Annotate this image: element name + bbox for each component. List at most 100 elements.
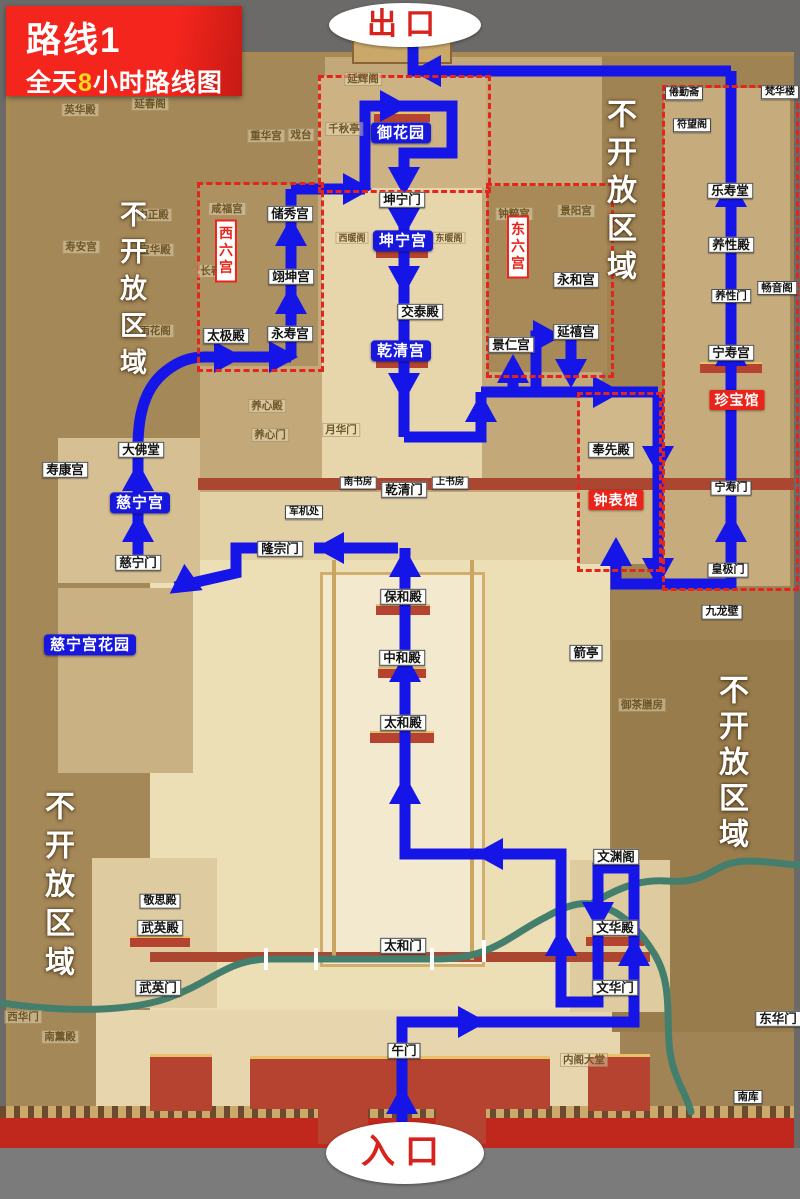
map-label: 隆宗门 (257, 540, 303, 558)
map-label: 箭亭 (569, 644, 603, 662)
map-label: 永寿宫 (267, 325, 313, 343)
map-label: 南书房 (339, 476, 377, 490)
closed-area-box (318, 75, 491, 193)
map-label-faint: 延辉阁 (344, 71, 382, 87)
map-label: 宁寿门 (710, 480, 752, 496)
map-label: 延禧宫 (553, 323, 599, 341)
map-label: 寿康宫 (42, 461, 88, 479)
band-right-outside (794, 52, 800, 1148)
map-label-faint: 咸福宫 (208, 201, 246, 217)
map-label-faint: 景阳宫 (557, 203, 595, 219)
map-label-faint: 戏台 (287, 127, 315, 143)
closed-area-box (577, 392, 662, 572)
route-stop-label: 乾清宫 (370, 340, 432, 362)
region-cining-garden (58, 588, 193, 773)
museum-label: 钟表馆 (588, 489, 644, 511)
map-label: 军机处 (285, 505, 323, 519)
map-label: 武英殿 (137, 919, 183, 937)
route-stop-label: 坤宁宫 (372, 230, 434, 252)
wall-axis-east (470, 560, 474, 960)
map-label: 午门 (387, 1042, 421, 1060)
map-label: 乾清门 (381, 481, 427, 499)
map-label-faint: 英华殿 (61, 102, 99, 118)
map-label: 文华门 (592, 979, 638, 997)
map-label-faint: 千秋亭 (325, 121, 363, 137)
map-label-faint: 西华门 (4, 1009, 42, 1025)
palace-group-label: 西六宫 (214, 219, 238, 283)
map-label-faint: 东暖阁 (432, 231, 466, 245)
closed-area-box (197, 182, 324, 372)
building-icon (378, 667, 426, 678)
map-label: 太和殿 (380, 714, 426, 732)
map-label: 上书房 (431, 476, 469, 490)
map-label-faint: 养心殿 (248, 398, 286, 414)
map-label-faint: 寿安宫 (62, 239, 100, 255)
wall-axis-west (332, 560, 336, 960)
map-label: 武英门 (135, 979, 181, 997)
map-label: 养性门 (711, 288, 751, 304)
map-label-faint: 中正殿 (134, 207, 172, 223)
map-label: 储秀宫 (267, 205, 313, 223)
map-label-faint: 御茶膳房 (618, 697, 666, 713)
map-label: 畅音阁 (757, 280, 797, 296)
map-label-faint: 延春阁 (131, 96, 169, 112)
map-label: 乐寿堂 (707, 182, 753, 200)
map-label: 南库 (733, 1089, 763, 1105)
map-label: 永和宫 (553, 271, 599, 289)
map-label: 文渊阁 (593, 848, 639, 866)
wumen-gate (250, 1056, 550, 1109)
map-label: 倦勤斋 (665, 86, 703, 100)
map-label-faint: 南薰殿 (41, 1029, 79, 1045)
map-label: 交泰殿 (397, 303, 443, 321)
closed-area-text: 不开放区域 (602, 98, 635, 288)
map-label-faint: 重华宫 (247, 128, 285, 144)
map-label: 符望阁 (673, 118, 711, 132)
map-label: 翊坤宫 (268, 268, 314, 286)
route-stop-label: 慈宁宫花园 (43, 634, 137, 656)
map-label: 九龙壁 (701, 604, 743, 620)
map-label: 大佛堂 (118, 441, 164, 459)
map-label: 宁寿宫 (708, 344, 754, 362)
map-label: 文华殿 (592, 919, 638, 937)
closed-area-text: 不开放区域 (116, 200, 146, 385)
building-icon (130, 936, 190, 947)
map-label: 奉先殿 (588, 441, 634, 459)
route-banner: 路线1 全天8小时路线图 (6, 6, 242, 97)
map-label: 皇极门 (707, 562, 749, 578)
map-label-faint: 雨花阁 (136, 323, 174, 339)
building-icon (376, 604, 430, 615)
palace-group-label: 东六宫 (506, 215, 530, 279)
closed-area-box (486, 183, 614, 378)
route-subtitle: 全天8小时路线图 (26, 69, 223, 97)
wumen-tower-west (150, 1054, 212, 1111)
map-label: 太极殿 (203, 327, 249, 345)
map-label: 敬思殿 (139, 893, 181, 909)
map-label: 太和门 (380, 937, 426, 955)
building-icon (586, 935, 644, 946)
map-label: 保和殿 (380, 588, 426, 606)
region-hall-terrace (320, 572, 485, 967)
map-label-faint: 养心门 (251, 427, 289, 443)
map-label-faint: 西暖阁 (335, 231, 369, 245)
exit-badge: 出口 (329, 3, 481, 47)
route-stop-label: 御花园 (370, 122, 432, 144)
closed-area-text: 不开放区域 (714, 674, 747, 854)
building-icon (370, 731, 434, 743)
route-title: 路线1 (26, 21, 122, 60)
map-label: 东华门 (755, 1010, 800, 1028)
hours-highlight: 8 (78, 69, 93, 97)
map-label: 中和殿 (379, 649, 425, 667)
closed-area-box (662, 85, 799, 591)
map-label: 景仁宫 (488, 336, 534, 354)
route-stop-label: 慈宁宫 (109, 492, 171, 514)
map-label: 梵华楼 (761, 85, 799, 99)
map-label-faint: 宝华殿 (136, 242, 174, 258)
entrance-badge: 入口 (326, 1122, 484, 1184)
museum-label: 珍宝馆 (709, 389, 765, 411)
map-label-faint: 月华门 (322, 422, 360, 438)
closed-area-text: 不开放区域 (40, 790, 73, 985)
map-label: 坤宁门 (379, 191, 425, 209)
map-label-faint: 内阁大堂 (560, 1052, 608, 1068)
map-label: 养性殿 (708, 236, 754, 254)
